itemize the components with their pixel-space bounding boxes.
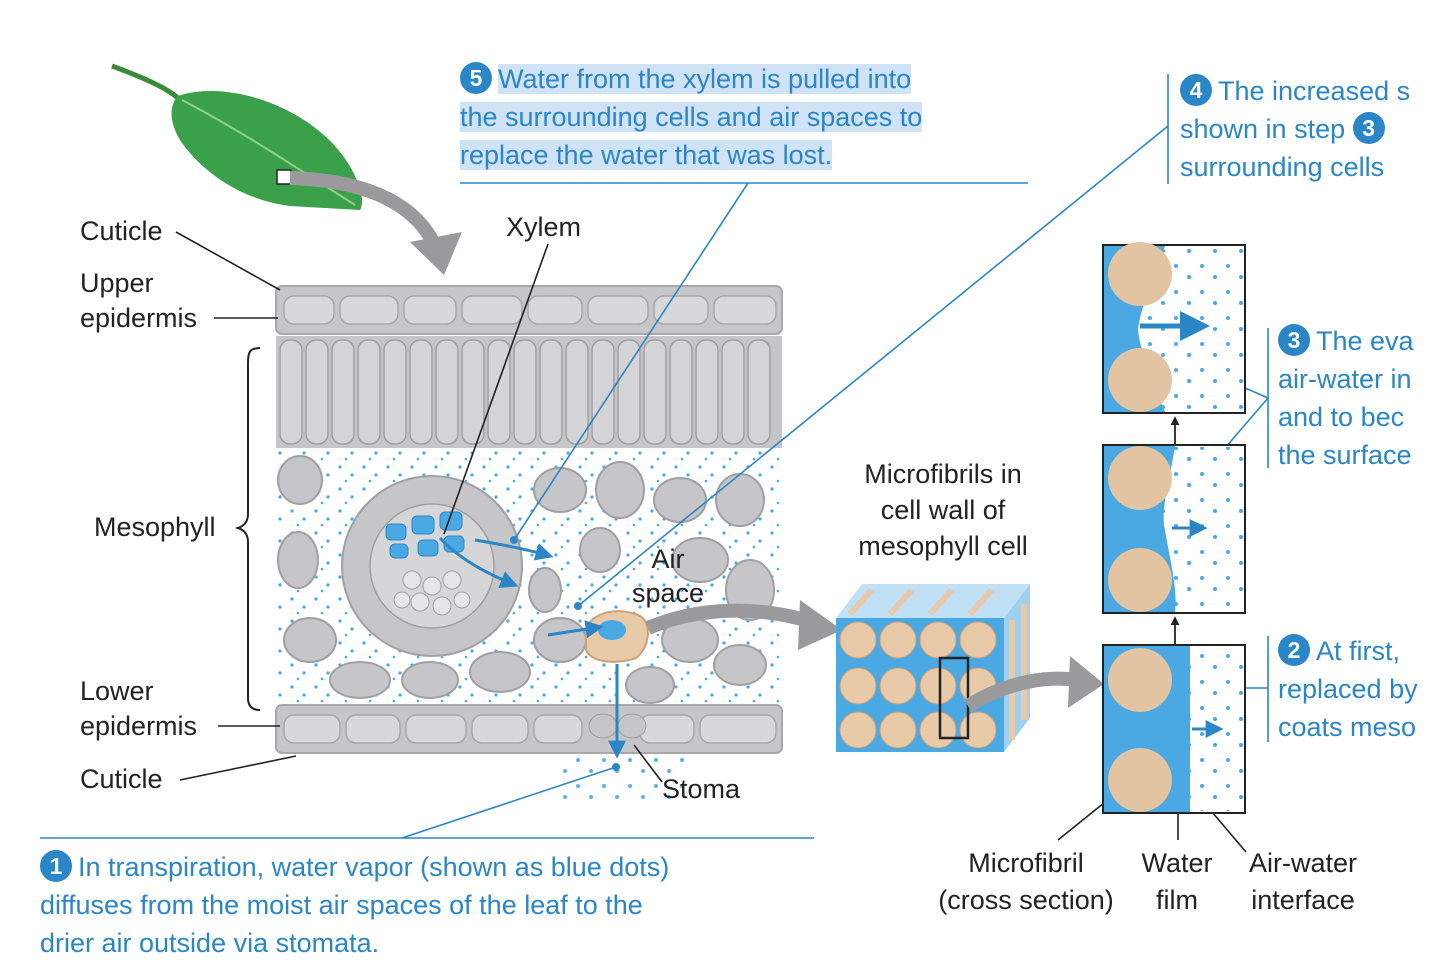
caption-step4-line2: shown in step [1180, 114, 1346, 144]
label-water-film-line2: film [1156, 885, 1198, 915]
label-air-space-line2: space [631, 578, 705, 608]
step4-number-badge: 4 [1180, 74, 1212, 106]
label-air-water-interface-line1: Air-water [1248, 848, 1357, 878]
leaf-illustration [111, 63, 362, 210]
label-upper-epidermis-line2: epidermis [80, 303, 198, 333]
step2-number-badge: 2 [1278, 634, 1310, 666]
caption-step1-line3: drier air outside via stomata. [40, 928, 380, 958]
step3-number-badge: 3 [1278, 324, 1310, 356]
caption-step3-line1: The eva [1316, 326, 1414, 356]
section-to-cube-arrow [645, 600, 842, 650]
label-microfibrils-line3: mesophyll cell [858, 531, 1028, 561]
label-mesophyll: Mesophyll [94, 512, 216, 542]
caption-step2-line1: At first, [1316, 636, 1401, 666]
caption-step3-line3: and to bec [1278, 402, 1405, 432]
label-lower-epidermis-line2: epidermis [80, 711, 198, 741]
label-lower-epidermis-line1: Lower [80, 676, 154, 706]
microfibril-cube [836, 584, 1030, 752]
air-water-panel-step2 [1102, 644, 1246, 814]
label-upper-epidermis: Upper epidermis [80, 266, 197, 336]
caption-step5-line2: the surrounding cells and air spaces to [460, 102, 923, 132]
label-air-space-line1: Air [651, 544, 685, 574]
caption-step2-line3: coats meso [1278, 712, 1417, 742]
label-microfibrils-line1: Microfibrils in [864, 459, 1022, 489]
label-upper-epidermis-line1: Upper [80, 268, 154, 298]
label-cuticle-bottom: Cuticle [80, 764, 163, 794]
label-microfibrils-line2: cell wall of [880, 495, 1006, 525]
label-microfibril-cs-line2: (cross section) [938, 885, 1114, 915]
caption-step1-line1: In transpiration, water vapor (shown as … [78, 852, 670, 882]
label-microfibril-cross-section: Microfibril (cross section) [926, 845, 1126, 919]
caption-step4-line1: The increased s [1218, 76, 1411, 106]
leaf-cross-section [275, 285, 783, 810]
air-water-panel-middle [1102, 444, 1246, 614]
caption-step3-line2: air-water in [1278, 364, 1412, 394]
label-lower-epidermis: Lower epidermis [80, 674, 197, 744]
label-microfibrils: Microfibrils in cell wall of mesophyll c… [840, 456, 1046, 564]
step1-number-badge: 1 [40, 850, 72, 882]
step5-number-badge: 5 [460, 62, 492, 94]
step4-ref-badge: 3 [1352, 112, 1385, 144]
label-air-space: Air space [626, 542, 710, 610]
cube-to-panels-arrow [964, 656, 1104, 712]
label-water-film-line1: Water [1141, 848, 1213, 878]
mesophyll-brace [234, 347, 261, 711]
label-xylem: Xylem [506, 212, 582, 242]
caption-step5-line1: Water from the xylem is pulled into [498, 64, 912, 94]
label-cuticle-top: Cuticle [80, 216, 163, 246]
label-microfibril-cs-line1: Microfibril [968, 848, 1084, 878]
leaf-to-section-arrow [289, 171, 462, 275]
label-water-film: Water film [1130, 845, 1224, 919]
label-stoma: Stoma [662, 774, 741, 804]
caption-step3-line4: the surface [1278, 440, 1412, 470]
air-water-panel-step3 [1102, 242, 1246, 414]
caption-step5-line3: replace the water that was lost. [460, 140, 833, 170]
label-air-water-interface: Air-water interface [1234, 845, 1372, 919]
label-air-water-interface-line2: interface [1251, 885, 1355, 915]
caption-step4-line3: surrounding cells [1180, 152, 1385, 182]
caption-step1-line2: diffuses from the moist air spaces of th… [40, 890, 643, 920]
caption-step2-line2: replaced by [1278, 674, 1418, 704]
